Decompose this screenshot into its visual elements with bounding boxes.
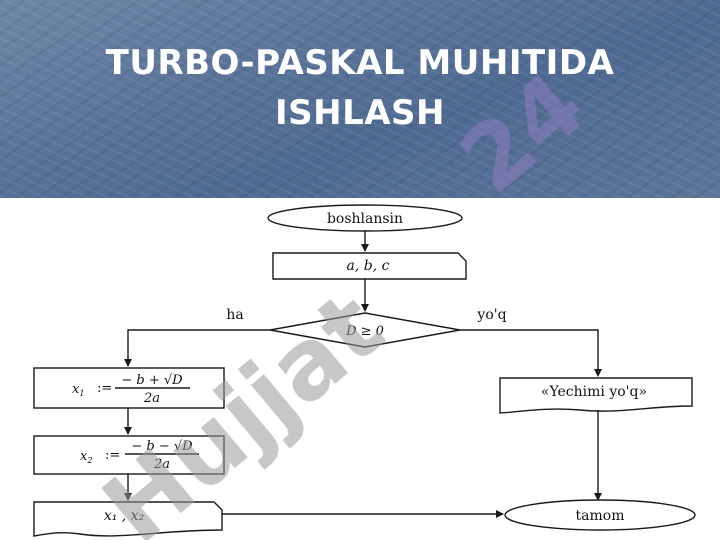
arrow-no-branch (460, 329, 602, 377)
slide-header (0, 0, 720, 198)
x1-assign: := (97, 381, 112, 396)
watermark: Hujjat 24 (83, 53, 605, 540)
condition-diamond (269, 312, 461, 348)
input-block (272, 252, 467, 280)
title-line-2: ISHLASH (274, 93, 445, 133)
arrow-yes-branch (124, 329, 270, 367)
output-block (33, 501, 223, 537)
end-label: tamom (576, 508, 625, 524)
x2-denominator: 2a (153, 457, 170, 472)
x1-variable: x1 (72, 382, 84, 398)
no-solution-label: «Yechimi yo'q» (541, 384, 647, 400)
x2-assign: := (105, 448, 120, 463)
end-terminator (504, 499, 696, 531)
x1-numerator: − b + √D (121, 373, 183, 388)
watermark-number: 24 (441, 53, 604, 214)
x1-denominator: 2a (143, 391, 160, 406)
input-label: a, b, c (347, 258, 390, 274)
output-label: x₁ , x₂ (104, 508, 145, 524)
branch-no-label: yo'q (476, 307, 506, 323)
condition-label: D ≥ 0 (345, 324, 384, 339)
no-solution-block (499, 377, 693, 414)
slide-title: TURBO-PASKAL MUHITIDA ISHLASH (0, 38, 720, 138)
x2-numerator: − b − √D (131, 439, 193, 454)
start-label: boshlansin (327, 211, 403, 227)
x2-process-box (33, 435, 225, 475)
branch-yes-label: ha (226, 307, 243, 323)
header-texture (0, 0, 720, 198)
title-line-1: TURBO-PASKAL MUHITIDA (105, 43, 615, 83)
x2-variable: x2 (80, 449, 92, 465)
